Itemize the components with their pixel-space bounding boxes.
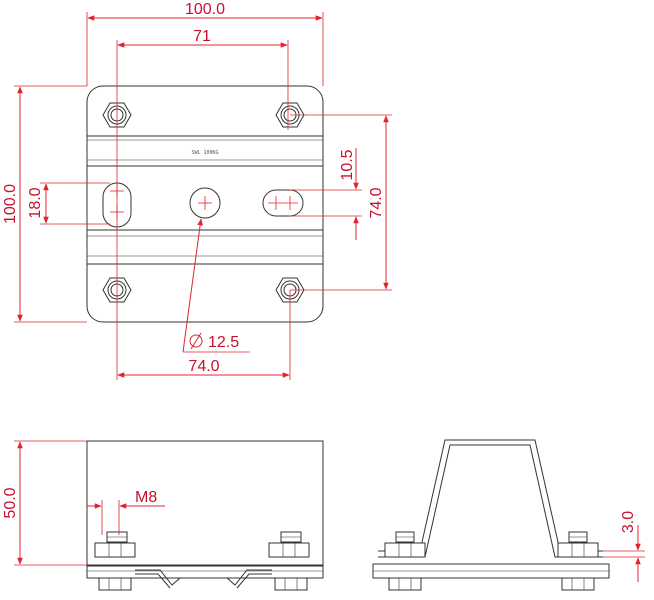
- front-hook-left: [135, 569, 181, 589]
- front-view: 50.0 M8: [2, 440, 324, 591]
- top-view: SWL 100KG: [2, 1, 392, 380]
- svg-text:74.0: 74.0: [188, 358, 219, 375]
- plate-outline: [86, 85, 324, 323]
- dim-hole-spacing-bottom: 74.0: [116, 290, 291, 380]
- dim-thread: M8: [87, 489, 165, 535]
- right-slot: [262, 189, 304, 217]
- svg-text:74.0: 74.0: [368, 187, 385, 218]
- center-marks: [110, 184, 298, 219]
- dim-height-overall: 100.0: [2, 85, 87, 323]
- dim-thickness: 3.0: [603, 511, 645, 582]
- front-bolt-right: [268, 531, 310, 591]
- side-view: 3.0: [372, 439, 645, 591]
- center-hole: [189, 187, 221, 219]
- dim-hole-spacing-top: 71: [116, 28, 289, 322]
- front-body: [86, 440, 324, 566]
- side-bolt-right: [557, 531, 599, 591]
- dim-slot-offset: 10.5: [290, 148, 362, 240]
- dim-width-overall: 100.0: [86, 1, 324, 86]
- svg-text:100.0: 100.0: [185, 1, 225, 18]
- svg-text:50.0: 50.0: [2, 487, 19, 518]
- dim-center-hole-diameter: 12.5: [182, 218, 250, 353]
- svg-text:18.0: 18.0: [27, 187, 44, 218]
- dim-slot-height: 18.0: [27, 182, 110, 225]
- engraving-text: SWL 100KG: [191, 150, 218, 156]
- svg-text:10.5: 10.5: [339, 149, 356, 180]
- dim-hole-spacing-vertical: 74.0: [290, 114, 392, 291]
- front-bolt-left: [94, 531, 136, 591]
- side-bolt-left: [384, 531, 426, 591]
- svg-text:12.5: 12.5: [208, 334, 239, 351]
- front-hook-right: [226, 569, 272, 589]
- svg-text:71: 71: [193, 28, 211, 45]
- svg-text:M8: M8: [135, 489, 157, 506]
- svg-text:100.0: 100.0: [2, 184, 19, 224]
- svg-text:3.0: 3.0: [620, 511, 637, 533]
- front-clamp-plate: [86, 565, 324, 579]
- dim-front-height: 50.0: [2, 440, 87, 566]
- plate-bands: [87, 135, 323, 265]
